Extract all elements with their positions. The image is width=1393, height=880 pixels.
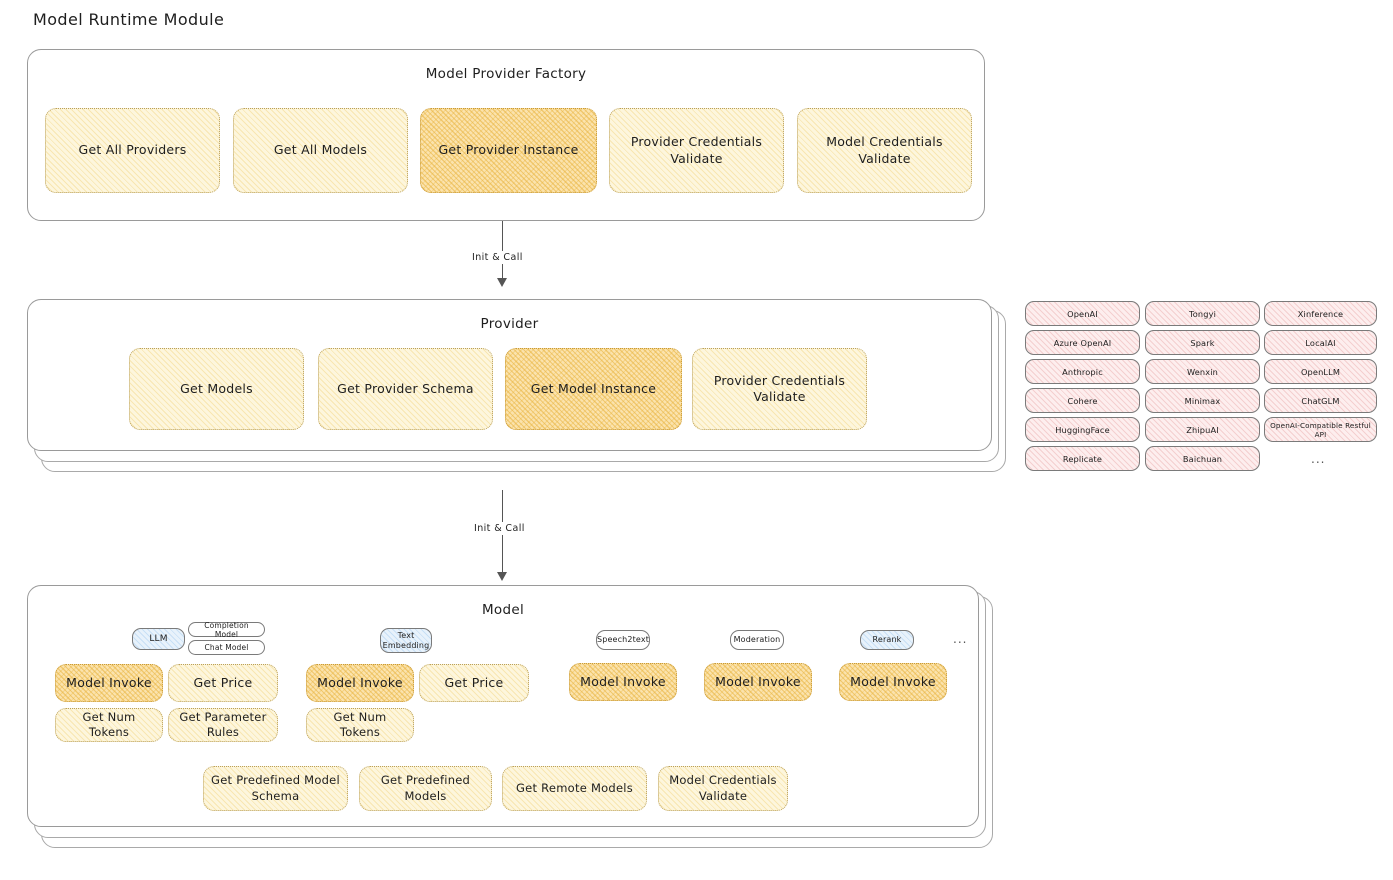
model-title: Model xyxy=(481,602,525,618)
factory-card-get-provider-instance[interactable]: Get Provider Instance xyxy=(420,108,597,193)
arrow-factory-to-provider-head xyxy=(497,278,507,287)
provider-pill-openllm[interactable]: OpenLLM xyxy=(1264,359,1377,384)
model-card-text-embedding-get-price[interactable]: Get Price xyxy=(419,664,529,702)
provider-card-get-models[interactable]: Get Models xyxy=(129,348,304,430)
provider-pill-wenxin[interactable]: Wenxin xyxy=(1145,359,1260,384)
provider-pill-openai[interactable]: OpenAI xyxy=(1025,301,1140,326)
model-card-rerank-model-invoke[interactable]: Model Invoke xyxy=(839,663,947,701)
model-type-badge-moderation[interactable]: Moderation xyxy=(730,630,784,650)
factory-card-provider-credentials-validate[interactable]: Provider Credentials Validate xyxy=(609,108,784,193)
arrow-factory-to-provider-label: Init & Call xyxy=(468,251,527,264)
model-card-llm-get-num-tokens[interactable]: Get Num Tokens xyxy=(55,708,163,742)
model-subtype-badge-completion-model[interactable]: Completion Model xyxy=(188,621,265,639)
model-shared-card-get-remote-models[interactable]: Get Remote Models xyxy=(502,766,647,811)
arrow-provider-to-model-label: Init & Call xyxy=(470,522,529,535)
model-card-text-embedding-get-num-tokens[interactable]: Get Num Tokens xyxy=(306,708,414,742)
provider-card-provider-credentials-validate[interactable]: Provider Credentials Validate xyxy=(692,348,867,430)
provider-pill-anthropic[interactable]: Anthropic xyxy=(1025,359,1140,384)
model-container: Model LLM Completion Model Chat Model Mo… xyxy=(27,585,979,827)
provider-pill-xinference[interactable]: Xinference xyxy=(1264,301,1377,326)
model-subtype-badge-chat-model[interactable]: Chat Model xyxy=(188,640,265,655)
model-card-llm-model-invoke[interactable]: Model Invoke xyxy=(55,664,163,702)
provider-pill-cohere[interactable]: Cohere xyxy=(1025,388,1140,413)
provider-container: Provider Get Models Get Provider Schema … xyxy=(27,299,992,451)
model-type-badge-llm[interactable]: LLM xyxy=(132,628,185,650)
model-type-badge-rerank[interactable]: Rerank xyxy=(860,630,914,650)
model-types-more: ... xyxy=(953,632,968,646)
provider-pill-minimax[interactable]: Minimax xyxy=(1145,388,1260,413)
factory-card-get-all-providers[interactable]: Get All Providers xyxy=(45,108,220,193)
model-card-llm-get-parameter-rules[interactable]: Get Parameter Rules xyxy=(168,708,278,742)
model-card-llm-get-price[interactable]: Get Price xyxy=(168,664,278,702)
arrow-provider-to-model-head xyxy=(497,572,507,581)
provider-card-get-provider-schema[interactable]: Get Provider Schema xyxy=(318,348,493,430)
provider-pill-huggingface[interactable]: HuggingFace xyxy=(1025,417,1140,442)
provider-card-get-model-instance[interactable]: Get Model Instance xyxy=(505,348,682,430)
factory-card-get-all-models[interactable]: Get All Models xyxy=(233,108,408,193)
provider-pill-replicate[interactable]: Replicate xyxy=(1025,446,1140,471)
model-card-text-embedding-model-invoke[interactable]: Model Invoke xyxy=(306,664,414,702)
provider-pill-spark[interactable]: Spark xyxy=(1145,330,1260,355)
provider-pill-baichuan[interactable]: Baichuan xyxy=(1145,446,1260,471)
provider-pill-chatglm[interactable]: ChatGLM xyxy=(1264,388,1377,413)
model-shared-card-get-predefined-model-schema[interactable]: Get Predefined Model Schema xyxy=(203,766,348,811)
provider-pill-openai-compatible-restful-api[interactable]: OpenAI-Compatible Restful API xyxy=(1264,417,1377,442)
provider-title: Provider xyxy=(480,316,539,332)
model-card-moderation-model-invoke[interactable]: Model Invoke xyxy=(704,663,812,701)
provider-list-more: ... xyxy=(1311,452,1326,466)
provider-pill-localai[interactable]: LocalAI xyxy=(1264,330,1377,355)
model-shared-card-get-predefined-models[interactable]: Get Predefined Models xyxy=(359,766,492,811)
model-card-speech2text-model-invoke[interactable]: Model Invoke xyxy=(569,663,677,701)
page-title: Model Runtime Module xyxy=(33,10,225,29)
model-provider-factory-title: Model Provider Factory xyxy=(425,66,587,82)
model-type-badge-speech2text[interactable]: Speech2text xyxy=(596,630,650,650)
provider-pill-azure-openai[interactable]: Azure OpenAI xyxy=(1025,330,1140,355)
model-provider-factory-container: Model Provider Factory Get All Providers… xyxy=(27,49,985,221)
provider-pill-tongyi[interactable]: Tongyi xyxy=(1145,301,1260,326)
model-type-badge-text-embedding[interactable]: Text Embedding xyxy=(380,628,432,653)
model-shared-card-model-credentials-validate[interactable]: Model Credentials Validate xyxy=(658,766,788,811)
factory-card-model-credentials-validate[interactable]: Model Credentials Validate xyxy=(797,108,972,193)
provider-pill-zhipuai[interactable]: ZhipuAI xyxy=(1145,417,1260,442)
